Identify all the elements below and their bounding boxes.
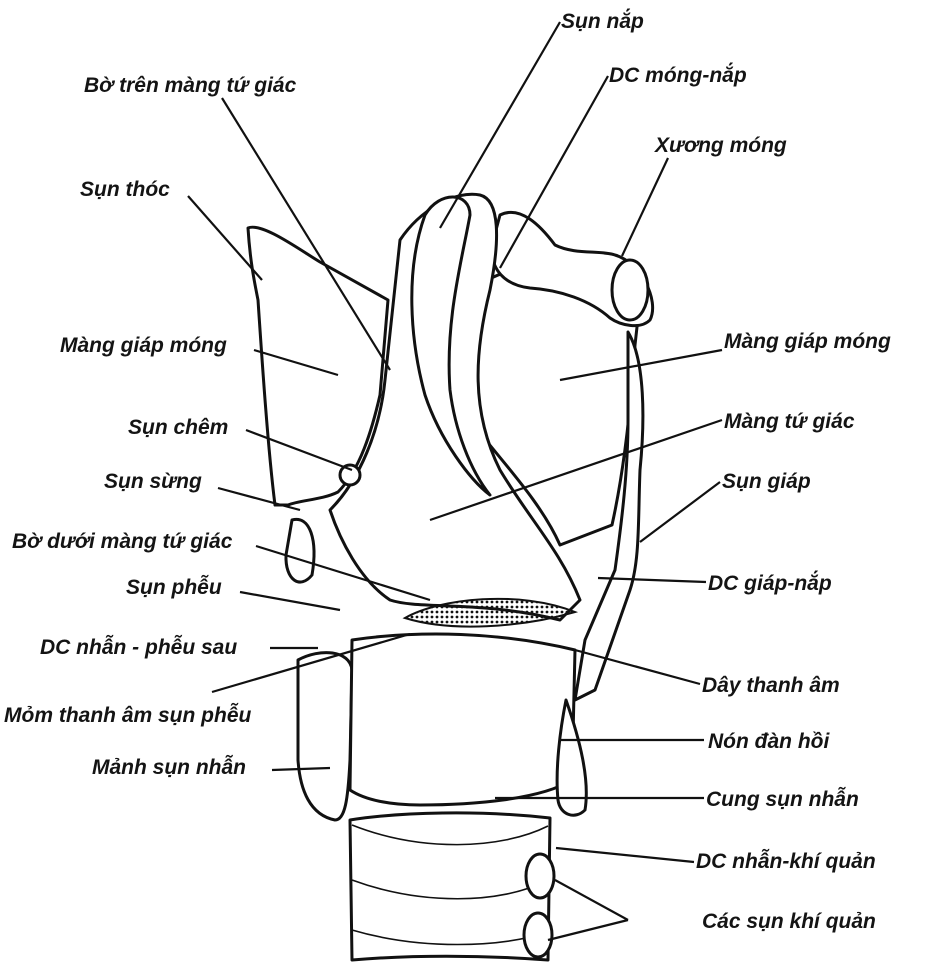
label-bo-tren-mang-tu-giac: Bờ trên màng tứ giác (84, 74, 297, 97)
cricoid-lamina (298, 653, 352, 820)
leader-dc-nhan-khi-quan (556, 848, 694, 862)
hyoid-body (612, 260, 648, 320)
label-sun-nap: Sụn nắp (561, 10, 644, 33)
label-manh-sun-nhan: Mảnh sụn nhẫn (92, 756, 246, 779)
label-cac-sun-khi-quan: Các sụn khí quản (702, 910, 876, 933)
label-mang-giap-mong-right: Màng giáp móng (724, 330, 891, 353)
label-dc-giap-nap: DC giáp-nắp (708, 572, 832, 595)
label-dc-nhan-khi-quan: DC nhẫn-khí quản (696, 850, 876, 873)
label-sun-pheu: Sụn phễu (126, 576, 222, 599)
tracheal-cartilage-2 (524, 913, 552, 957)
leader-sun-nap (440, 22, 560, 228)
label-mang-tu-giac: Màng tứ giác (724, 410, 855, 433)
leader-dc-mong-nap (500, 76, 608, 268)
label-sun-thoc: Sụn thóc (80, 178, 170, 201)
leader-sun-pheu (240, 592, 340, 610)
tracheal-cartilage-1 (526, 854, 554, 898)
label-cung-sun-nhan: Cung sụn nhẫn (706, 788, 859, 811)
arytenoid (286, 519, 314, 582)
leader-xuong-mong (622, 158, 668, 256)
label-dc-nhan-pheu-sau: DC nhẫn - phễu sau (40, 636, 237, 659)
label-sun-chem: Sụn chêm (128, 416, 228, 439)
label-xuong-mong: Xương móng (654, 134, 787, 157)
label-mom-thanh-am-sun-pheu: Mỏm thanh âm sụn phễu (4, 704, 252, 727)
label-non-dan-hoi: Nón đàn hồi (708, 730, 830, 753)
label-mang-giap-mong-left: Màng giáp móng (60, 334, 227, 357)
corniculate-cartilage (340, 465, 360, 485)
label-dc-mong-nap: DC móng-nắp (609, 64, 747, 87)
label-bo-duoi-mang-tu-giac: Bờ dưới màng tứ giác (12, 530, 233, 553)
leader-cac-sun-2 (548, 920, 628, 940)
label-day-thanh-am: Dây thanh âm (702, 674, 840, 697)
leader-cac-sun-1 (555, 880, 628, 920)
leader-sun-giap (640, 482, 720, 542)
label-sun-sung: Sụn sừng (104, 470, 202, 493)
label-sun-giap: Sụn giáp (722, 470, 811, 493)
conus-elasticus (350, 634, 575, 805)
larynx-illustration (248, 194, 653, 960)
